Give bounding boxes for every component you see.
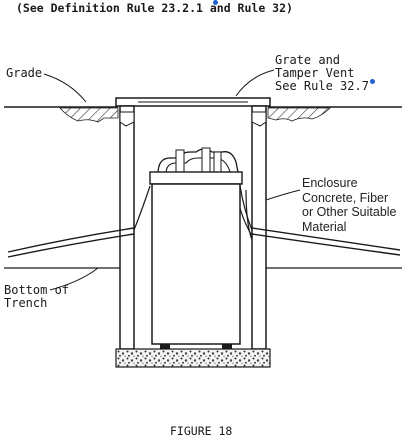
caption-text: (See Definition Rule 23.2.1 and Rule 32) [16,1,293,15]
gravel-base [115,348,271,368]
cable-left [133,185,151,231]
conduit-left-upper [7,227,135,253]
enclosure-label-line-2: Concrete, Fiber [302,190,389,205]
trench-label-line-2: Trench [4,296,48,310]
trench-leader [49,267,99,291]
grade-label: Grade [6,66,43,80]
soil-hatch-right [267,107,331,122]
enclosure-leader [265,189,301,201]
top-leads [157,148,239,175]
transformer-body [151,183,241,345]
right-wall-notch [251,111,267,127]
rule-link-marker[interactable] [369,79,375,84]
bushing-3 [213,151,222,173]
left-wall-notch [119,111,135,127]
trench-label: Bottom of Trench [4,284,69,310]
top-leads-inner [165,157,231,175]
right-wall [251,105,267,350]
caption: (See Definition Rule 23.2.1 and Rule 32) [16,0,293,15]
soil-hatch-left [59,107,119,123]
enclosure-label: Enclosure Concrete, Fiber or Other Suita… [302,176,406,234]
transformer-foot-right [222,344,232,349]
grate-label-line-2: Tamper Vent [275,65,355,80]
enclosure-label-line-1: Enclosure [302,176,358,190]
conduit-right-upper [251,227,401,251]
transformer-foot-left [160,344,170,349]
grate-leader [235,69,275,97]
enclosure-label-line-3: or Other Suitable [302,205,397,220]
left-wall [119,105,135,350]
transformer-top [149,171,243,185]
cable-right-3 [245,189,253,241]
grate-label: Grate and Tamper Vent See Rule 32.7 [275,54,375,93]
caption-link-marker[interactable] [213,0,218,5]
grate-label-line-1: Grate and [275,53,341,67]
figure-caption: FIGURE 18 [170,424,233,438]
bushing-1 [175,149,185,173]
grate-label-rule: See Rule 32.7 [275,79,369,93]
conduit-left-lower [7,233,135,258]
bushing-2 [201,147,211,173]
trench-label-line-1: Bottom of [4,283,70,297]
grate-label-line-3: See Rule 32.7 [275,79,375,93]
grade-leader [43,73,87,103]
enclosure-label-line-4: Material [302,219,347,234]
conduit-right-lower [251,233,401,256]
